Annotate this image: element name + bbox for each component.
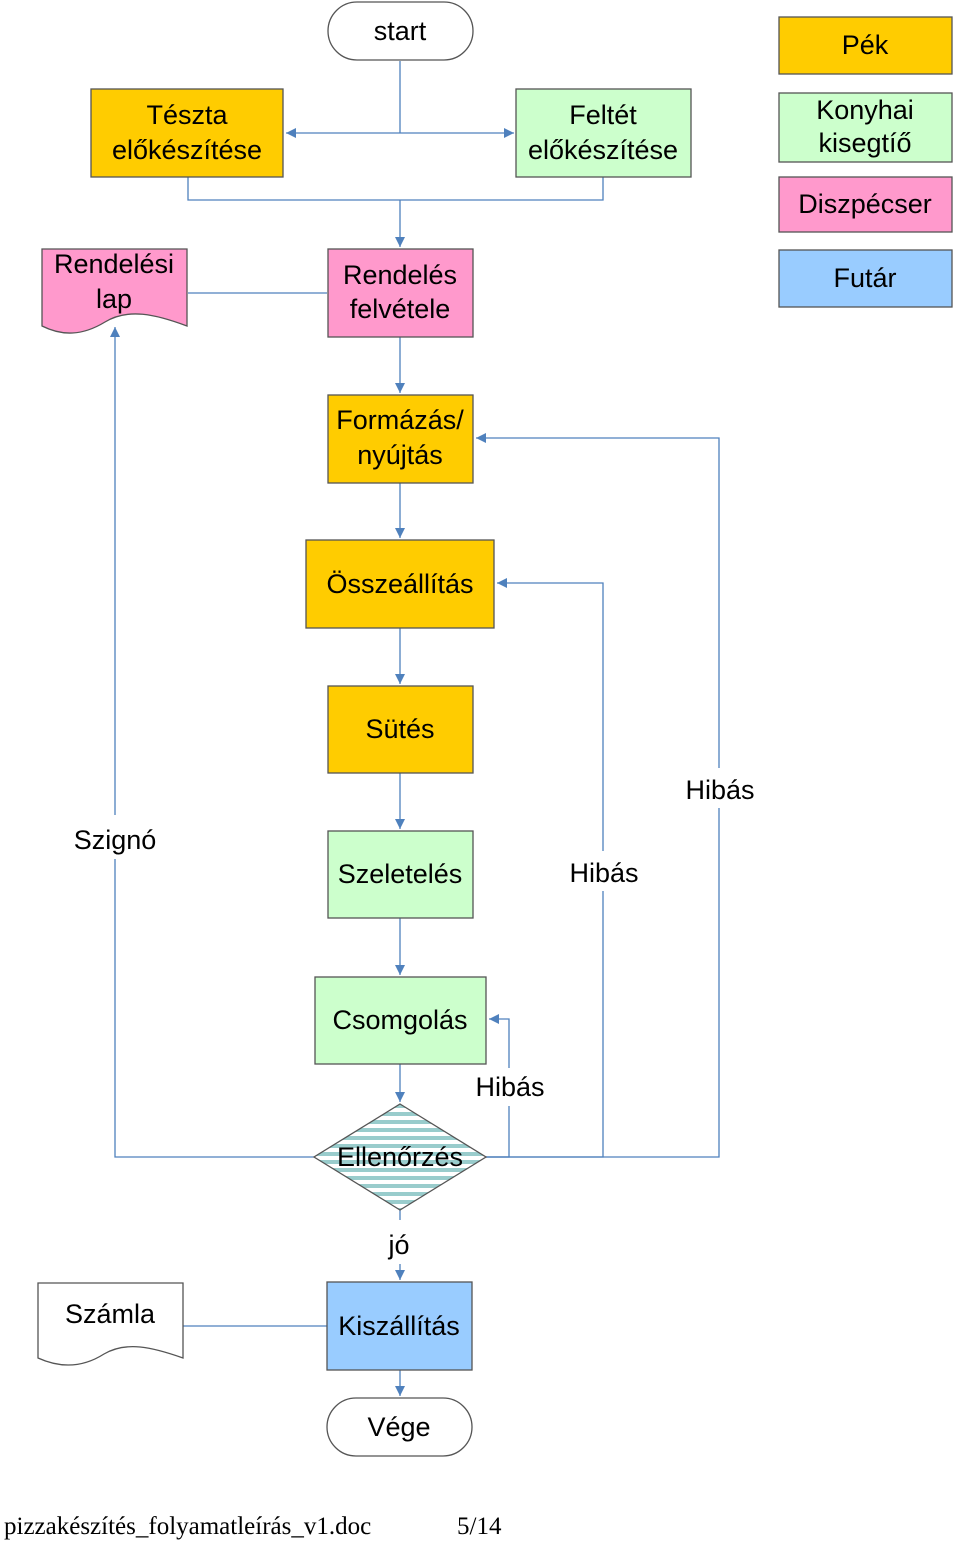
kiszallitas-node: Kiszállítás <box>326 1281 473 1371</box>
rendeles-felvetele-node: Rendelés felvétele <box>327 248 474 338</box>
formazas-label-line-1: Formázás/ <box>336 405 464 435</box>
szeletelés-node: Szeletelés <box>327 830 474 919</box>
start-label: start <box>374 16 427 46</box>
feltet-elokeszitese-node: Feltét előkészítése <box>515 88 692 178</box>
rendeles-label-line-2: felvétele <box>350 294 451 324</box>
role-legend: Pék Konyhai kisegtíő Diszpécser Futár <box>778 16 953 308</box>
edge-teszta-merge <box>187 177 400 201</box>
legend-pek: Pék <box>778 16 953 75</box>
edge-label-jo: jó <box>387 1230 409 1260</box>
legend-konyhai-kisegito: Konyhai kisegtíő <box>778 92 953 163</box>
osszeallitas-label: Összeállítás <box>326 569 473 599</box>
edge-feltet-merge <box>400 177 604 201</box>
rendelesi-lap-label-line-1: Rendelési <box>54 249 174 279</box>
feltet-label-line-2: előkészítése <box>528 135 678 165</box>
osszeallitas-node: Összeállítás <box>305 539 495 629</box>
footer-page-number: 5/14 <box>457 1513 502 1540</box>
rendelesi-lap-label-line-2: lap <box>96 284 132 314</box>
formazas-nyujtas-node: Formázás/ nyújtás <box>327 394 474 484</box>
legend-pek-label: Pék <box>842 30 889 60</box>
teszta-elokeszitese-node: Tészta előkészítése <box>90 88 284 178</box>
edge-szigno <box>110 327 314 1158</box>
teszta-label-line-1: Tészta <box>146 100 228 130</box>
rendelesi-lap-document: Rendelési lap <box>41 248 188 334</box>
csomagolas-node: Csomgolás <box>314 976 487 1065</box>
legend-diszpecser-label: Diszpécser <box>798 189 932 219</box>
legend-futar: Futár <box>778 249 953 308</box>
feltet-label-line-1: Feltét <box>569 100 637 130</box>
legend-diszpecser: Diszpécser <box>778 176 953 233</box>
edge-label-szigno: Szignó <box>74 825 157 855</box>
sutes-node: Sütés <box>327 685 474 774</box>
start-node: start <box>327 1 474 61</box>
teszta-label-line-2: előkészítése <box>112 135 262 165</box>
legend-futar-label: Futár <box>833 263 896 293</box>
vege-node: Vége <box>326 1397 473 1457</box>
szamla-label: Számla <box>65 1299 156 1329</box>
footer-filename: pizzakészítés_folyamatleírás_v1.doc <box>4 1513 372 1540</box>
csomagolas-label: Csomgolás <box>332 1005 467 1035</box>
kiszallitas-label: Kiszállítás <box>338 1311 460 1341</box>
rendeles-label-line-1: Rendelés <box>343 260 457 290</box>
legend-konyhai-label-line-1: Konyhai <box>816 95 914 125</box>
edge-label-hibas-csomagolas: Hibás <box>475 1072 544 1102</box>
ellenorzes-decision: Ellenőrzés <box>312 1103 488 1211</box>
ellenorzes-label: Ellenőrzés <box>337 1142 463 1172</box>
vege-label: Vége <box>367 1412 430 1442</box>
legend-konyhai-label-line-2: kisegtíő <box>818 128 911 158</box>
sutes-label: Sütés <box>365 714 434 744</box>
edge-label-hibas-formazas: Hibás <box>685 775 754 805</box>
edge-label-hibas-osszeallitas: Hibás <box>569 858 638 888</box>
formazas-label-line-2: nyújtás <box>357 440 443 470</box>
szeletelés-label: Szeletelés <box>338 859 463 889</box>
szamla-document: Számla <box>37 1282 184 1366</box>
